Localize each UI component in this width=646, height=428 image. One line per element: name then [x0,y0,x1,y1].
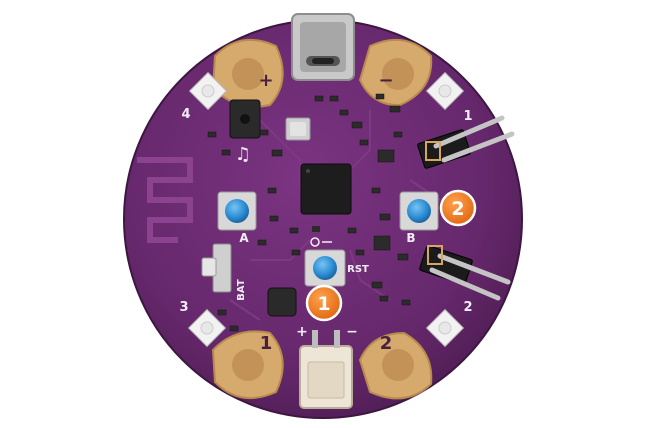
pad-label-top-left: + [258,70,273,91]
led-top-right: 1 [425,71,473,124]
led-bottom-left: 3 [179,300,227,348]
led-bottom-right: 2 [425,300,473,348]
pad-bottom-right: 2 [358,331,433,400]
callout-badge-1: 1 [305,284,343,322]
button-b-label: B [406,231,415,245]
header-pins-bottom [419,245,511,301]
pad-label-top-right: − [378,70,393,91]
pad-label-bottom-left: 1 [260,333,273,354]
sensor [310,226,332,247]
pad-top-left: + [211,39,284,108]
music-note-icon: ♫ [235,144,251,165]
battery-label: BAT [236,279,247,301]
usb-c-port [291,13,355,81]
callout-badge-2: 2 [439,189,477,227]
connector-plus-label: + [296,324,308,340]
antenna-trace [137,157,193,243]
button-a-label: A [239,231,249,245]
pad-top-right: − [358,39,433,107]
button-b: B [399,191,439,245]
button-reset-label: RST [347,264,369,275]
connector-minus-label: − [346,324,358,340]
pad-label-bottom-right: 2 [380,333,393,354]
crystal [285,117,311,141]
battery-connector [299,330,353,409]
inductor [267,287,297,317]
button-a: A [217,191,257,245]
header-pins-top [417,115,515,169]
led-label-top-right: 1 [463,109,472,124]
led-label-bottom-right: 2 [463,300,472,315]
microcontroller-chip [300,163,352,215]
led-top-left: 4 [181,71,228,122]
callout-number-2: 2 [451,198,464,220]
led-label-top-left: 4 [181,107,190,122]
button-reset: RST [304,249,369,287]
led-label-bottom-left: 3 [179,300,188,315]
slide-switch [201,243,232,293]
smd-components [207,93,411,332]
pad-bottom-left: 1 [211,330,284,399]
callout-number-1: 1 [317,293,330,315]
buzzer [229,99,261,139]
